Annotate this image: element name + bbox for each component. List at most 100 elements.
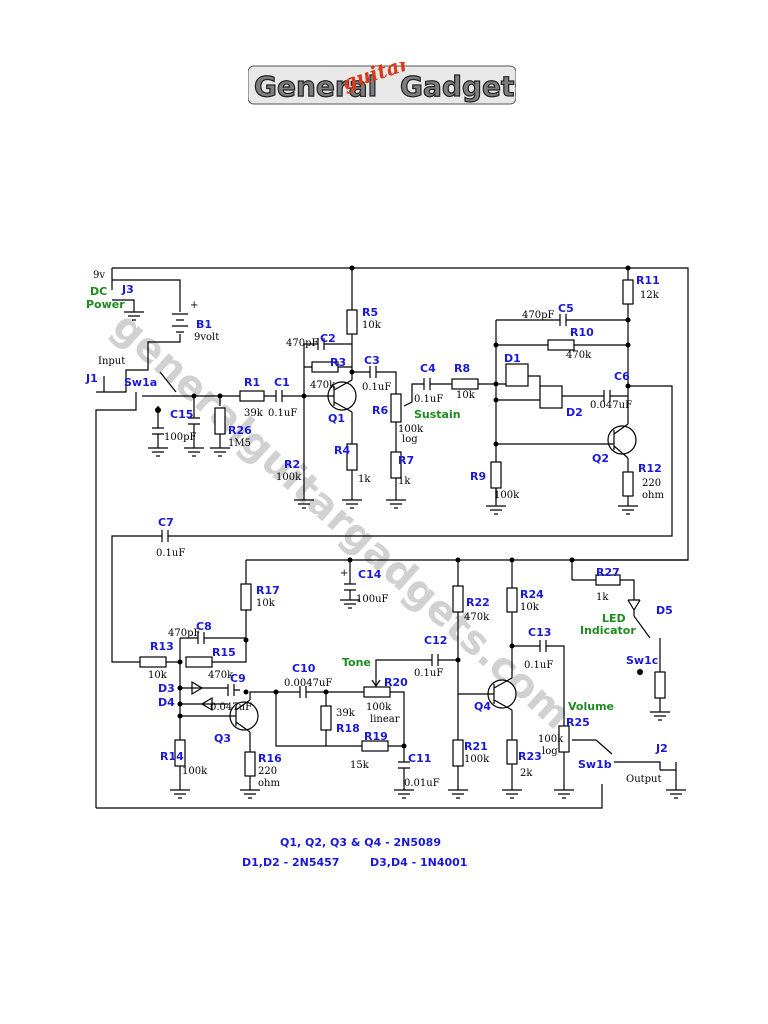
logo-gadgets: Gadgets [400, 70, 516, 103]
label-tone: Tone [342, 656, 371, 669]
label-r16v2: ohm [258, 778, 280, 789]
label-r23v: 2k [520, 768, 533, 779]
r15-resistor [185, 656, 213, 668]
label-r19: R19 [364, 730, 388, 743]
label-sustain: Sustain [414, 408, 461, 421]
label-q1: Q1 [328, 412, 345, 425]
note-diodes: D3,D4 - 1N4001 [370, 856, 467, 869]
label-c11v: 0.01uF [404, 778, 440, 789]
r17-resistor [240, 583, 252, 611]
r21-resistor [452, 739, 464, 767]
label-q4: Q4 [474, 700, 491, 713]
label-j2: J2 [655, 742, 668, 755]
label-c4v: 0.1uF [414, 394, 443, 405]
label-r14: R14 [160, 750, 184, 763]
label-r8: R8 [454, 362, 470, 375]
label-r25: R25 [566, 716, 590, 729]
label-c1: C1 [274, 376, 290, 389]
label-r1: R1 [244, 376, 260, 389]
label-r20v2: linear [370, 714, 400, 725]
label-d4: D4 [158, 696, 175, 709]
label-r5: R5 [362, 306, 378, 319]
label-r17: R17 [256, 584, 280, 597]
label-r1v: 39k [244, 408, 264, 419]
label-r14v: 100k [182, 766, 208, 777]
r26-resistor [214, 407, 226, 435]
label-c12v: 0.1uF [414, 668, 443, 679]
r22-resistor [452, 585, 464, 613]
label-r5v: 10k [362, 320, 382, 331]
label-c2v: 470pF [286, 338, 318, 349]
label-r18v: 39k [336, 708, 356, 719]
r16-resistor [244, 751, 256, 777]
label-r25v2: log [542, 746, 558, 757]
r-led [654, 671, 666, 699]
label-j1: J1 [85, 372, 98, 385]
label-dc: DC [90, 285, 107, 298]
label-r16v1: 220 [258, 766, 277, 777]
label-r22: R22 [466, 596, 490, 609]
label-r6: R6 [372, 404, 388, 417]
label-c4: C4 [420, 362, 436, 375]
label-r22v: 470k [464, 612, 490, 623]
label-r7: R7 [398, 454, 414, 467]
label-led1: LED [602, 612, 626, 625]
r10-resistor [547, 339, 575, 351]
label-r20: R20 [384, 676, 408, 689]
r6-pot [390, 393, 402, 423]
r13-resistor [139, 656, 167, 668]
label-c14: C14 [358, 568, 382, 581]
label-c3v: 0.1uF [362, 382, 391, 393]
label-r9: R9 [470, 470, 486, 483]
label-volume: Volume [568, 700, 614, 713]
r18-resistor [320, 705, 332, 731]
label-b1: B1 [196, 318, 212, 331]
r11-resistor [622, 279, 634, 305]
label-supply: 9v [93, 270, 105, 281]
r8-resistor [451, 378, 479, 390]
ground-symbols [124, 311, 686, 799]
label-d5: D5 [656, 604, 673, 617]
label-sw1b: Sw1b [578, 758, 612, 771]
label-c12: C12 [424, 634, 447, 647]
label-c15: C15 [170, 408, 193, 421]
label-r13: R13 [150, 640, 174, 653]
label-r12v1: 220 [642, 478, 661, 489]
label-r27v: 1k [596, 592, 609, 603]
label-r19v: 15k [350, 760, 370, 771]
label-plus: + [190, 300, 198, 311]
logo-general: General [254, 70, 377, 103]
label-r4: R4 [334, 444, 350, 457]
label-r15: R15 [212, 646, 236, 659]
label-c2: C2 [320, 332, 336, 345]
label-c9: C9 [230, 672, 246, 685]
label-j3: J3 [121, 283, 134, 296]
label-output: Output [626, 774, 662, 785]
label-d2: D2 [566, 406, 583, 419]
label-r21v: 100k [464, 754, 490, 765]
label-r11v: 12k [640, 290, 660, 301]
label-c6: C6 [614, 370, 630, 383]
label-r15v: 470k [208, 670, 234, 681]
r12-resistor [622, 471, 634, 497]
r5-resistor [346, 309, 358, 335]
label-d1: D1 [504, 352, 521, 365]
r4-resistor [346, 443, 358, 471]
label-b1v: 9volt [194, 332, 219, 343]
label-r2: R2 [284, 458, 300, 471]
label-r24v: 10k [520, 602, 540, 613]
label-c13: C13 [528, 626, 551, 639]
label-r26v: 1M5 [228, 438, 251, 449]
label-r12: R12 [638, 462, 662, 475]
label-sw1c: Sw1c [626, 654, 658, 667]
note-transistors: Q1, Q2, Q3 & Q4 - 2N5089 [280, 836, 441, 849]
label-c5: C5 [558, 302, 574, 315]
label-r12v2: ohm [642, 490, 664, 501]
label-c7v: 0.1uF [156, 548, 185, 559]
label-r17v: 10k [256, 598, 276, 609]
label-c5v: 470pF [522, 310, 554, 321]
q2-transistor [607, 425, 637, 455]
d2-jfet [539, 385, 563, 409]
label-r23: R23 [518, 750, 542, 763]
